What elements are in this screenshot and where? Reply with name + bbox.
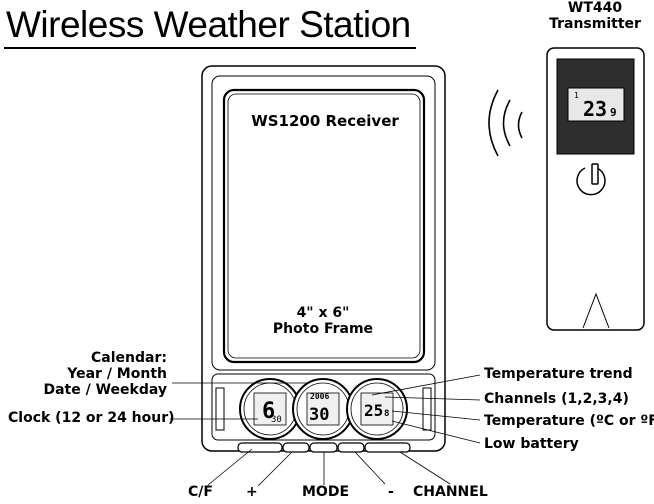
leader-plus bbox=[257, 451, 293, 487]
lcd-temperature bbox=[346, 378, 408, 440]
title-underline bbox=[4, 47, 416, 49]
channel-button[interactable] bbox=[364, 442, 411, 453]
cf-button[interactable] bbox=[237, 442, 283, 453]
tx-lcd-decimal: 9 bbox=[610, 106, 617, 119]
tx-lcd-temp: 23 bbox=[583, 97, 607, 121]
trend-callout: Temperature trend bbox=[484, 366, 633, 382]
hanger-notch bbox=[582, 292, 610, 329]
frame-size: 4" x 6" bbox=[296, 305, 350, 321]
leader-battery bbox=[391, 420, 481, 444]
plus-label: + bbox=[246, 484, 258, 500]
photo-frame-label: 4" x 6" Photo Frame bbox=[258, 305, 388, 337]
cal-lcd-digits: 30 bbox=[309, 405, 329, 425]
photo-frame-window-inset bbox=[227, 93, 421, 359]
transmitter-lcd bbox=[567, 87, 625, 122]
cal-lcd-top: 2006 bbox=[310, 392, 329, 401]
cf-label: C/F bbox=[188, 484, 213, 500]
strip-post-right bbox=[422, 387, 432, 431]
receiver-unit bbox=[201, 65, 446, 453]
tx-lcd-channel: 1 bbox=[574, 91, 579, 100]
temp-lcd-small: 8 bbox=[384, 409, 389, 419]
minus-label: - bbox=[388, 484, 394, 500]
photo-frame-window bbox=[222, 88, 426, 364]
receiver-buttons bbox=[237, 442, 411, 453]
channel-label: CHANNEL bbox=[413, 484, 488, 500]
calendar-callout-line1: Calendar: bbox=[91, 350, 167, 366]
leader-cf bbox=[207, 448, 253, 486]
channels-callout: Channels (1,2,3,4) bbox=[484, 391, 629, 407]
clock-lcd-digits: 6 bbox=[262, 399, 275, 424]
clock-lcd-small: 30 bbox=[271, 415, 282, 425]
leader-temperature bbox=[391, 410, 481, 421]
transmitter-label: WT440 Transmitter bbox=[540, 0, 650, 32]
mode-button[interactable] bbox=[309, 442, 338, 453]
power-switch-handle bbox=[591, 163, 599, 185]
leader-lines bbox=[170, 374, 481, 487]
transmitter-unit bbox=[546, 47, 645, 331]
transmitter-name: Transmitter bbox=[549, 16, 641, 32]
power-icon bbox=[576, 167, 606, 196]
leader-minus bbox=[354, 451, 386, 485]
plus-button[interactable] bbox=[282, 442, 310, 453]
wireless-signal-icon bbox=[488, 89, 523, 157]
clock-callout: Clock (12 or 24 hour) bbox=[8, 410, 175, 426]
transmitter-model: WT440 bbox=[567, 0, 623, 16]
mode-label: MODE bbox=[302, 484, 350, 500]
frame-name: Photo Frame bbox=[272, 321, 374, 337]
leader-channels bbox=[384, 396, 481, 401]
calendar-callout-line2: Year / Month bbox=[67, 366, 167, 382]
strip-post-left bbox=[215, 387, 225, 431]
lcd-clock bbox=[239, 378, 301, 440]
page-title: Wireless Weather Station bbox=[6, 4, 411, 45]
battery-callout: Low battery bbox=[484, 436, 579, 452]
calendar-callout-line3: Date / Weekday bbox=[43, 382, 167, 398]
calendar-callout: Calendar: Year / Month Date / Weekday bbox=[43, 350, 167, 398]
temperature-callout: Temperature (ºC or ºF) bbox=[484, 413, 654, 429]
leader-channel bbox=[399, 451, 451, 485]
temp-lcd-digits: 25 bbox=[364, 401, 383, 420]
receiver-name: WS1200 Receiver bbox=[251, 112, 399, 130]
minus-button[interactable] bbox=[337, 442, 365, 453]
leader-trend bbox=[371, 374, 481, 396]
